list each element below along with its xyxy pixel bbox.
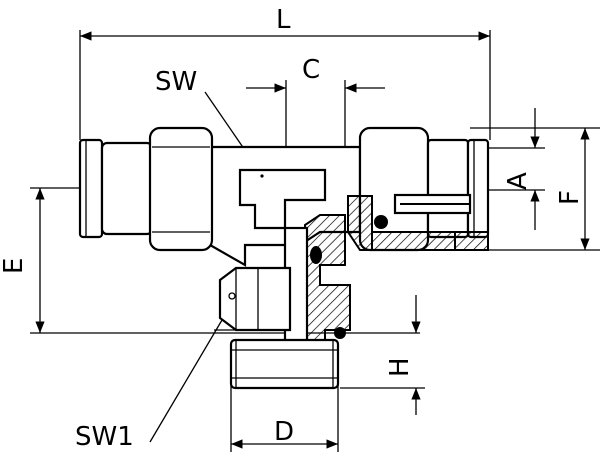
label-SW1: SW1 [75,422,134,452]
tee-fitting [78,126,490,390]
label-D: D [274,417,294,447]
label-C: C [302,55,320,85]
dimension-L: L [79,5,491,140]
label-L: L [276,5,291,35]
dimension-H: H [340,295,425,415]
label-F: F [555,190,585,205]
label-H: H [385,357,415,377]
dimension-E: E [0,187,420,334]
label-SW: SW [155,67,197,97]
dimension-F: F [470,127,600,251]
label-E: E [0,258,29,274]
dimension-D: D [230,380,339,452]
label-A: A [503,172,533,190]
leader-SW1: SW1 [75,297,236,452]
